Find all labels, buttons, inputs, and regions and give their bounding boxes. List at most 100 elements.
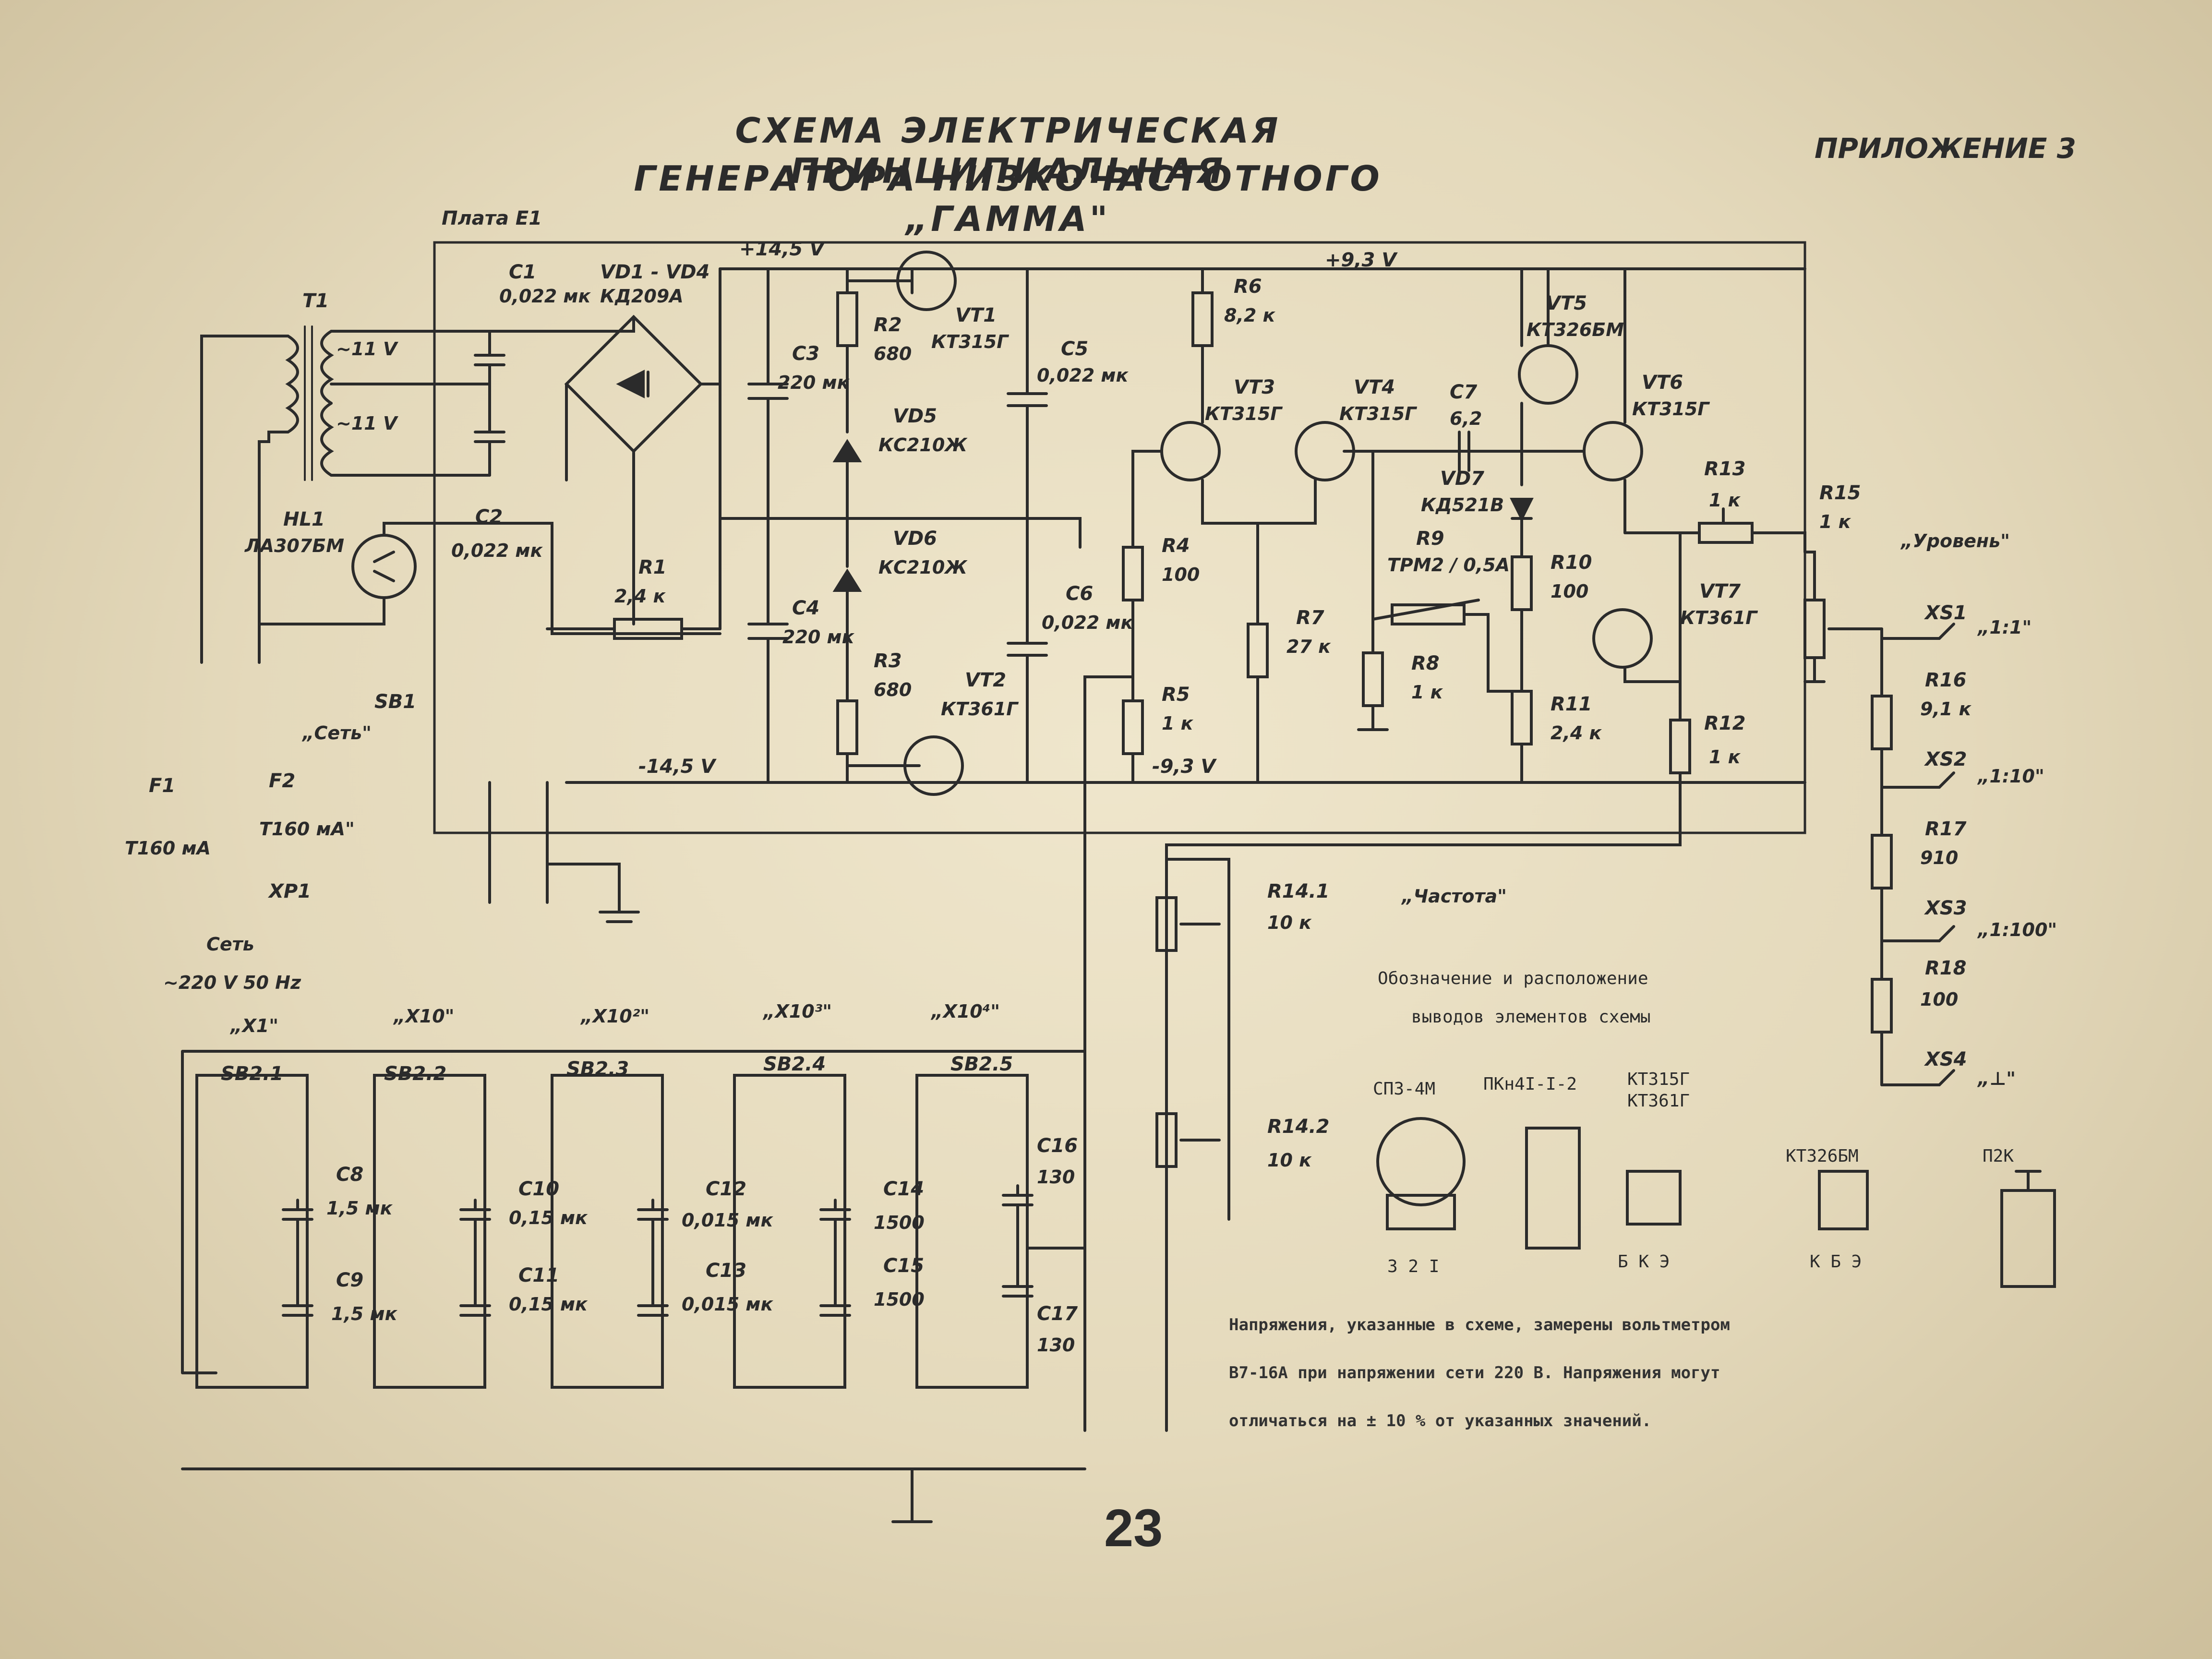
vt4-val: КТ315Г: [1339, 403, 1417, 424]
vd7-symbol: [1510, 498, 1534, 522]
c10-val: 0,15 мк: [509, 1207, 588, 1228]
legend-kt315: КТ315Г: [1627, 1070, 1690, 1089]
vt6-val: КТ315Г: [1632, 398, 1710, 420]
c7-ref: C7: [1450, 381, 1477, 403]
vd7-ref: VD7: [1440, 468, 1484, 490]
vt7-val: КТ361Г: [1680, 607, 1758, 628]
c11-val: 0,15 мк: [509, 1294, 588, 1315]
c1-symbol: [474, 330, 505, 405]
r2-val: 680: [874, 343, 912, 364]
t1-w1: ~11 V: [336, 338, 398, 360]
kt315-footprint: [1626, 1170, 1682, 1226]
c5-val: 0,022 мк: [1037, 365, 1129, 386]
vt1-ref: VT1: [955, 304, 997, 326]
sb2-1-mult: „X1": [229, 1015, 278, 1036]
vt6-symbol: [1583, 421, 1643, 481]
xs4-ref: XS4: [1923, 1048, 1967, 1070]
vt7-ref: VT7: [1699, 580, 1741, 602]
vd5-ref: VD5: [893, 405, 937, 427]
sb2-4-symbol: [733, 1074, 846, 1389]
r12-ref: R12: [1704, 712, 1745, 734]
r14-2-ref: R14.2: [1267, 1116, 1330, 1138]
sb2-2-mult: „X10": [393, 1006, 454, 1027]
r11-val: 2,4 к: [1551, 722, 1602, 744]
c5-ref: C5: [1061, 338, 1088, 360]
transformer-primary: [285, 335, 299, 433]
r3-ref: R3: [874, 650, 902, 672]
r10-ref: R10: [1551, 552, 1592, 574]
legend-title-2: выводов элементов схемы: [1411, 1007, 1651, 1027]
vt7-symbol: [1592, 608, 1653, 669]
r4-symbol: [1122, 546, 1144, 601]
r18-ref: R18: [1925, 957, 1966, 979]
r3-symbol: [836, 699, 858, 755]
c1-val: 0,022 мк: [499, 286, 591, 307]
legend-title-1: Обозначение и расположение: [1378, 969, 1648, 988]
r15-val: 1 к: [1819, 511, 1851, 532]
pkn-footprint: [1525, 1127, 1581, 1250]
sb2-1-ref: SB2.1: [221, 1063, 283, 1085]
r12-val: 1 к: [1709, 746, 1741, 768]
c13-ref: C13: [706, 1260, 746, 1282]
vt2-ref: VT2: [965, 669, 1006, 691]
c1-ref: C1: [509, 261, 536, 283]
c17-ref: C17: [1037, 1303, 1078, 1325]
r7-val: 27 к: [1286, 636, 1331, 657]
xs1-ratio: „1:1": [1977, 617, 2032, 638]
vd7-val: КД521В: [1421, 494, 1504, 516]
r17-symbol: [1871, 834, 1893, 890]
transformer-secondary-2: [320, 402, 334, 477]
r2-symbol: [836, 291, 858, 347]
c3-val: 220 мк: [778, 372, 850, 393]
r12-symbol: [1669, 719, 1691, 774]
r15-ref: R15: [1819, 482, 1861, 504]
transformer-secondary-1: [320, 330, 334, 405]
vd-bridge-ref: VD1 - VD4: [600, 261, 709, 283]
xs1-ref: XS1: [1923, 602, 1967, 624]
sb2-3-ref: SB2.3: [566, 1058, 629, 1080]
diagram-labels: Плата E1 +14,5 V +9,3 V -14,5 V -9,3 V T…: [125, 207, 2057, 1356]
r11-ref: R11: [1551, 693, 1592, 715]
c15-val: 1500: [874, 1289, 925, 1310]
c12-val: 0,015 мк: [682, 1210, 773, 1231]
sb2-5-mult: „X10⁴": [930, 1001, 1000, 1022]
vt4-ref: VT4: [1354, 376, 1395, 398]
xs3-ref: XS3: [1923, 897, 1967, 919]
r7-symbol: [1247, 623, 1269, 678]
r9-val: ТРМ2 / 0,5А: [1387, 554, 1510, 576]
r6-ref: R6: [1234, 276, 1262, 298]
schematic-title-line-1: СХЕМА ЭЛЕКТРИЧЕСКАЯ ПРИНЦИПИАЛЬНАЯ: [735, 110, 1281, 191]
c16-ref: C16: [1037, 1135, 1078, 1157]
sb2-2-symbol: [373, 1074, 486, 1389]
sb2-5-symbol: [915, 1074, 1029, 1389]
plug-line1: Сеть: [206, 934, 254, 955]
vt2-val: КТ361Г: [941, 698, 1019, 720]
p2k-footprint: [2000, 1189, 2056, 1288]
xs2-ratio: „1:10": [1977, 766, 2044, 787]
r1-val: 2,4 к: [614, 586, 666, 607]
r14-1-name: „Частота": [1401, 886, 1507, 907]
t1-w2: ~11 V: [336, 413, 398, 434]
f2-ref: F2: [269, 770, 295, 792]
vd6-ref: VD6: [893, 528, 937, 550]
c4-val: 220 мк: [782, 626, 855, 648]
r4-ref: R4: [1162, 535, 1190, 557]
r5-symbol: [1122, 699, 1144, 755]
c12-ref: C12: [706, 1178, 746, 1200]
r7-ref: R7: [1296, 607, 1324, 629]
c14-val: 1500: [874, 1212, 925, 1233]
r1-symbol: [613, 618, 683, 640]
r18-symbol: [1871, 978, 1893, 1034]
c15-ref: C15: [883, 1255, 924, 1277]
rail-neg14-label: -14,5 V: [638, 756, 717, 778]
hl1-lamp: [351, 534, 417, 599]
vt5-symbol: [1518, 344, 1578, 405]
c2-symbol: [474, 402, 505, 477]
sb2-1-symbol: [195, 1074, 309, 1389]
r13-ref: R13: [1704, 458, 1745, 480]
r6-symbol: [1191, 291, 1214, 347]
c13-val: 0,015 мк: [682, 1294, 773, 1315]
r14-1-val: 10 к: [1267, 912, 1312, 933]
legend-pkn: ПКн4I-I-2: [1483, 1074, 1577, 1094]
